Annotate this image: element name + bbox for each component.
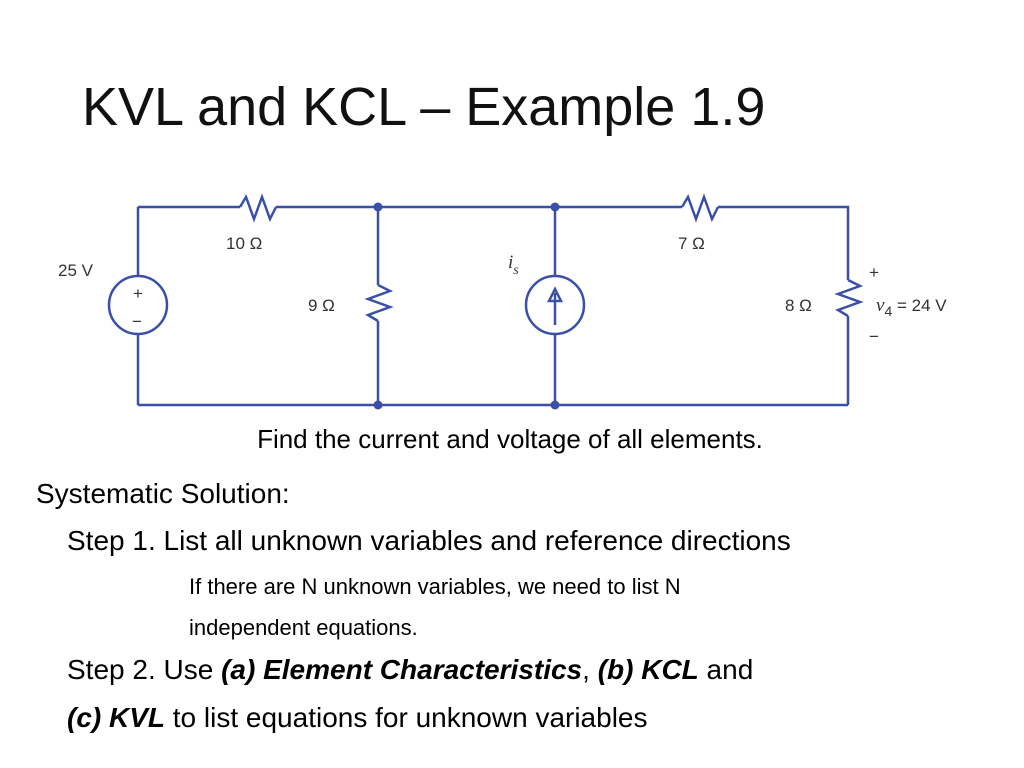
note-line-2: independent equations. <box>189 615 418 640</box>
step-2-continuation: (c) KVL to list equations for unknown va… <box>67 702 648 734</box>
step-2-rest: to list equations for unknown variables <box>165 702 648 733</box>
source-minus-sign: − <box>132 312 142 331</box>
v4-subscript: 4 <box>884 303 892 319</box>
is-symbol: i <box>508 252 513 273</box>
r2-label: 9 Ω <box>308 296 335 315</box>
node-dot <box>550 400 560 410</box>
slide-title: KVL and KCL – Example 1.9 <box>82 77 766 137</box>
wire-top-right <box>718 205 850 280</box>
r1-label: 10 Ω <box>226 234 262 253</box>
step-2-comma: , <box>582 654 598 685</box>
v4-value: = 24 V <box>892 296 947 315</box>
current-source-label: is <box>508 252 519 278</box>
resistor-10-ohm <box>238 193 278 223</box>
is-subscript: s <box>513 263 519 278</box>
step-2-and: and <box>698 654 754 685</box>
step-2-kvl: (c) KVL <box>67 702 165 733</box>
problem-statement: Find the current and voltage of all elem… <box>257 424 763 454</box>
node-dot <box>550 202 560 212</box>
resistor-7-ohm <box>680 193 720 223</box>
r3-label: 7 Ω <box>678 234 705 253</box>
v4-label: v4 = 24 V <box>876 295 947 319</box>
v4-minus-sign: − <box>869 327 879 346</box>
source-voltage-label: 25 V <box>58 261 94 280</box>
step-1-text: Step 1. List all unknown variables and r… <box>67 525 791 556</box>
step-2-text: Step 2. Use (a) Element Characteristics,… <box>67 654 753 686</box>
step-2-prefix: Step 2. Use <box>67 654 222 685</box>
step-2-kcl: (b) KCL <box>597 654 699 685</box>
node-dot <box>373 202 383 212</box>
resistor-8-ohm <box>834 278 864 318</box>
r4-label: 8 Ω <box>785 296 812 315</box>
v4-symbol: v <box>876 295 885 316</box>
note-line-1: If there are N unknown variables, we nee… <box>189 574 681 599</box>
resistor-9-ohm <box>364 283 394 323</box>
systematic-solution-heading: Systematic Solution: <box>36 478 290 509</box>
circuit-diagram: 25 V + − 10 Ω 9 Ω is 7 Ω 8 Ω + − v4 = 24… <box>58 193 947 410</box>
source-plus-sign: + <box>133 284 143 303</box>
current-source-arrow-icon <box>546 286 564 325</box>
v4-plus-sign: + <box>869 263 879 282</box>
node-dot <box>373 400 383 410</box>
step-2-element-characteristics: (a) Element Characteristics <box>221 654 583 685</box>
